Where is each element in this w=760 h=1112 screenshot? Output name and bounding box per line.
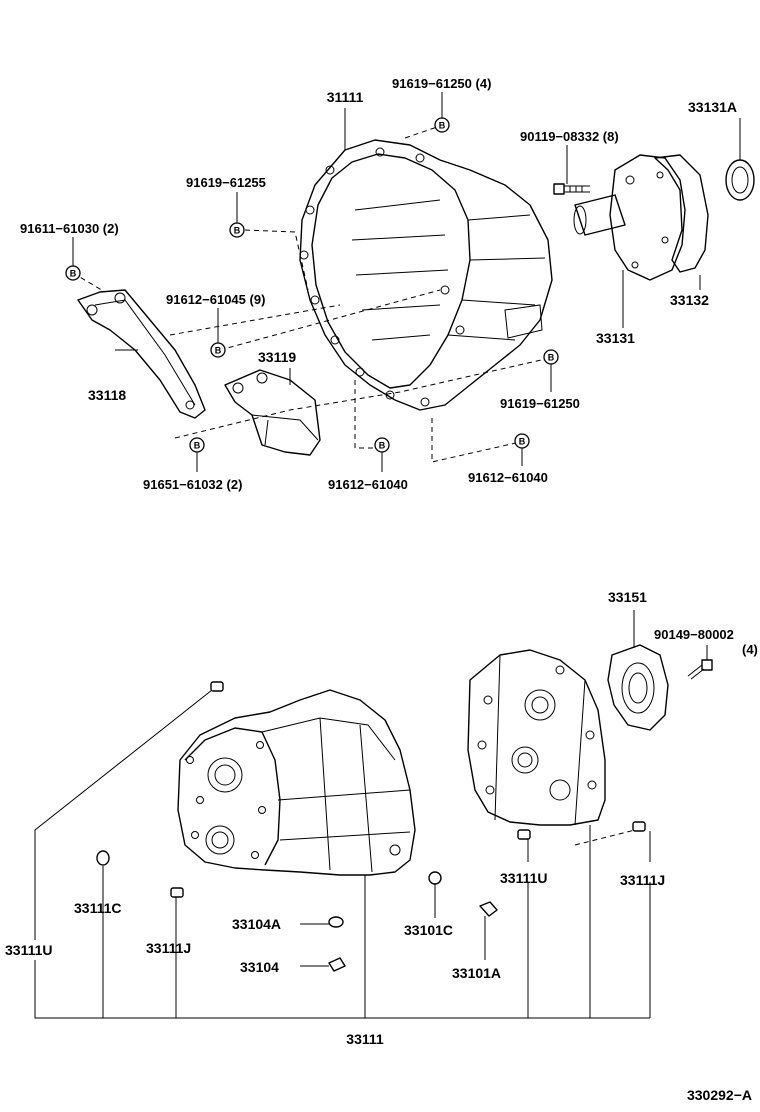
label-90149-80002: 90149−80002 xyxy=(654,627,734,642)
dowel-pin-33111U-left[interactable] xyxy=(210,681,224,692)
label-91611-61030: 91611−61030 (2) xyxy=(20,221,119,236)
label-33131: 33131 xyxy=(596,330,635,346)
label-91612-61040-a: 91612−61040 xyxy=(328,477,408,492)
bolt-marker-b6: B xyxy=(189,437,205,453)
svg-text:B: B xyxy=(548,353,555,363)
part-labels: 31111 91619−61250 (4) 33131A 90119−08332… xyxy=(5,76,758,1103)
bolt-marker-b8: B xyxy=(514,433,530,449)
label-33101C: 33101C xyxy=(404,922,453,938)
svg-text:B: B xyxy=(379,441,386,451)
dowel-pin-33111U-right[interactable] xyxy=(517,829,531,840)
bolt-marker-b2: B xyxy=(229,222,245,238)
label-33132: 33132 xyxy=(670,292,709,308)
label-33101A: 33101A xyxy=(452,965,501,981)
plug-33111C[interactable] xyxy=(96,850,110,866)
svg-text:B: B xyxy=(439,121,446,131)
plug-33101A[interactable] xyxy=(479,901,498,917)
svg-text:B: B xyxy=(234,226,241,236)
leader-lines-upper xyxy=(72,92,741,472)
bearing-retainer-33151[interactable] xyxy=(607,644,669,731)
oil-seal-33131A[interactable] xyxy=(725,159,755,201)
svg-text:B: B xyxy=(194,441,201,451)
label-90119-08332: 90119−08332 (8) xyxy=(520,129,619,144)
bracket-33119[interactable] xyxy=(224,369,321,456)
bracket-33118[interactable] xyxy=(77,289,206,419)
label-31111-top: 31111 xyxy=(327,89,364,105)
dowel-pin-33111J-right[interactable] xyxy=(632,821,646,832)
leader-lines-lower xyxy=(34,610,708,1019)
bolt-marker-b1: B xyxy=(434,117,450,133)
label-33111U-left: 33111U xyxy=(5,942,53,958)
dashed-reference-lines xyxy=(72,125,551,463)
plug-33104A[interactable] xyxy=(328,916,344,928)
label-91651-61032: 91651−61032 (2) xyxy=(143,477,242,492)
label-33104A: 33104A xyxy=(232,916,281,932)
plug-33101C[interactable] xyxy=(428,871,442,885)
label-33111J-left: 33111J xyxy=(146,940,191,956)
diagram-code: 330292−A xyxy=(687,1087,752,1103)
dashed-reference-lines-lower xyxy=(574,829,636,846)
svg-text:B: B xyxy=(70,269,77,279)
label-91612-61045: 91612−61045 (9) xyxy=(166,292,265,307)
transmission-case-rear-33111[interactable] xyxy=(467,649,606,826)
plug-33104[interactable] xyxy=(328,957,346,972)
label-91619-61250-4: 91619−61250 (4) xyxy=(392,76,491,91)
bolt-marker-b7: B xyxy=(374,437,390,453)
label-33104: 33104 xyxy=(240,959,279,975)
extension-housing-33131[interactable] xyxy=(573,154,686,281)
label-33119: 33119 xyxy=(258,349,296,365)
label-91619-61250: 91619−61250 xyxy=(500,396,580,411)
label-33111J-right: 33111J xyxy=(620,872,665,888)
dowel-pin-33111J-left[interactable] xyxy=(170,887,184,898)
svg-text:B: B xyxy=(519,437,526,447)
label-33118: 33118 xyxy=(88,387,126,403)
label-33111C: 33111C xyxy=(74,900,122,916)
transmission-case-33111[interactable] xyxy=(177,689,416,876)
svg-text:B: B xyxy=(215,346,222,356)
label-33131A: 33131A xyxy=(688,99,737,115)
label-33151: 33151 xyxy=(608,589,647,605)
bolt-90149-80002[interactable] xyxy=(687,659,713,680)
bolt-90119-08332[interactable] xyxy=(553,183,590,195)
clutch-housing-31111[interactable] xyxy=(299,139,553,411)
label-90149-qty: (4) xyxy=(742,642,758,657)
bolt-marker-b3: B xyxy=(65,265,81,281)
label-91612-61040-b: 91612−61040 xyxy=(468,470,548,485)
label-33111-bottom: 33111 xyxy=(346,1031,384,1047)
bolt-marker-b4: B xyxy=(210,342,226,358)
bolt-marker-b5: B xyxy=(543,349,559,365)
label-33111U-right: 33111U xyxy=(500,870,548,886)
label-91619-61255: 91619−61255 xyxy=(186,175,266,190)
gasket-33132[interactable] xyxy=(654,154,709,273)
